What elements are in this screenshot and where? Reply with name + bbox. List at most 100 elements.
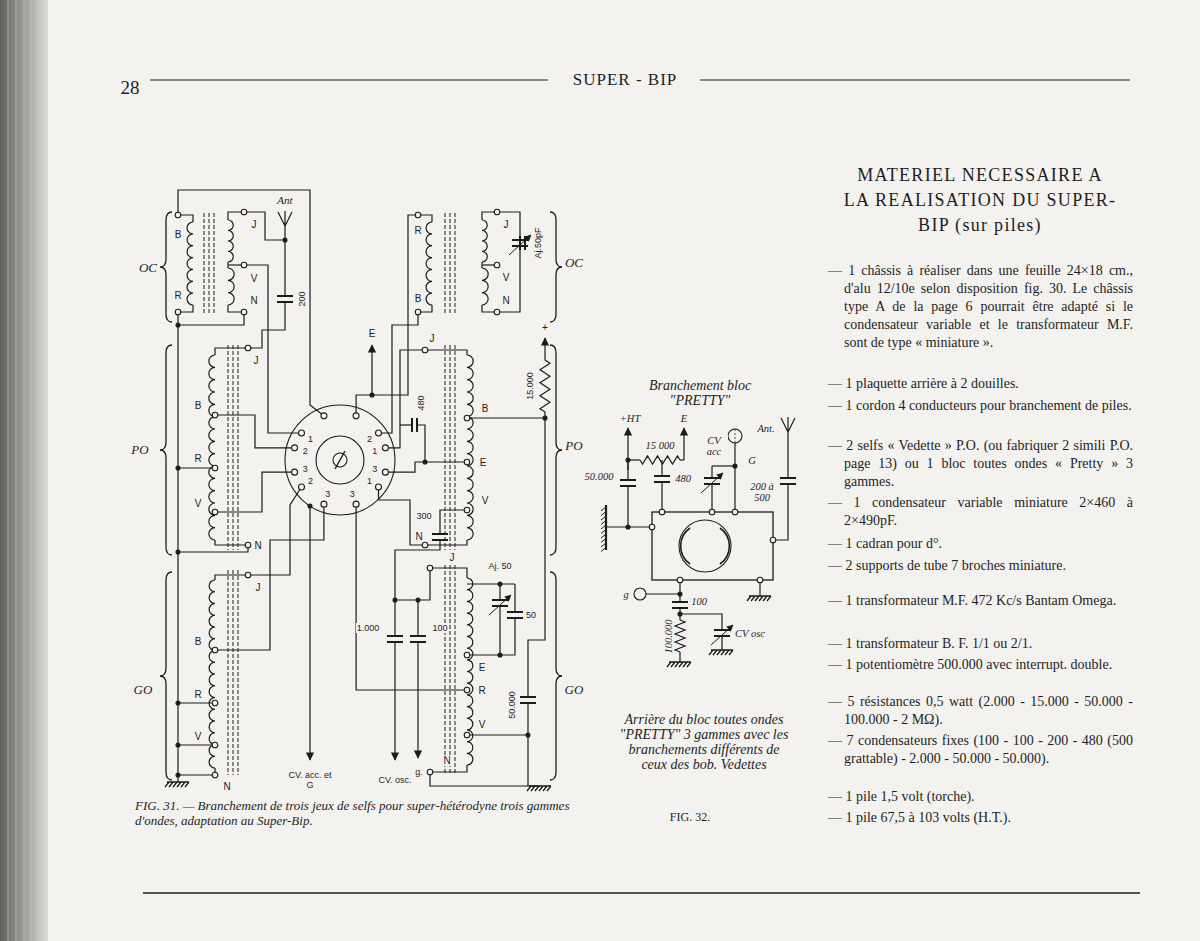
component-value: 100 — [690, 596, 708, 607]
contact-number: 2 — [367, 434, 372, 444]
terminal — [241, 262, 247, 268]
terminal-letter: N — [253, 540, 262, 551]
terminal-letter: B — [194, 636, 203, 647]
wire — [178, 768, 215, 775]
terminal-letter: V — [194, 731, 203, 742]
junction-dot — [678, 612, 682, 616]
terminal-letter: B — [481, 403, 490, 414]
core-line — [445, 345, 446, 550]
switch-contact — [353, 413, 359, 419]
terminal-letter: V — [502, 272, 511, 283]
terminal-letter: R — [173, 290, 182, 301]
core-line — [238, 570, 239, 775]
wire — [711, 484, 712, 512]
component-value: Aj. 50 — [486, 561, 514, 571]
terminal — [770, 537, 776, 543]
terminal — [464, 415, 470, 421]
wire — [627, 486, 628, 527]
junction-dot — [626, 525, 630, 529]
core-line — [209, 213, 210, 314]
switch-contact — [298, 430, 304, 436]
terminal-letter: B — [174, 229, 183, 240]
band-label: GO — [134, 682, 153, 698]
junction-dot — [423, 460, 427, 464]
terminal — [427, 769, 433, 775]
terminal-letter: N — [414, 531, 423, 542]
coil-block — [652, 512, 773, 580]
resistor-symbol — [675, 620, 685, 652]
wire — [178, 744, 215, 745]
terminal — [241, 209, 247, 215]
component-value: CV. acc. et G — [284, 770, 336, 790]
terminal — [677, 577, 683, 583]
switch-slot — [335, 451, 345, 469]
wire — [356, 215, 418, 416]
coil-winding — [228, 220, 233, 262]
component-value: +HT — [619, 413, 642, 424]
footer-rule — [143, 892, 1140, 894]
wire — [395, 568, 467, 600]
contact-number: 3 — [372, 464, 377, 474]
terminal-letter: V — [478, 719, 487, 730]
band-brace — [160, 572, 172, 780]
core-line — [450, 213, 451, 314]
book-edge — [0, 0, 48, 941]
capacitor-symbol — [520, 697, 536, 703]
wire — [527, 703, 528, 786]
terminal — [212, 700, 218, 706]
page-edge-line — [38, 0, 39, 941]
terminal — [464, 687, 470, 693]
switch-rotor — [316, 436, 364, 484]
antenna-symbol — [278, 211, 292, 226]
terminal — [427, 565, 433, 571]
grid-symbol — [735, 429, 736, 443]
list-item: — 1 plaquette arrière à 2 douilles. — [828, 375, 1133, 393]
component-value: g. — [414, 767, 424, 777]
terminal-letter: N — [222, 781, 231, 792]
list-item: — 1 cadran pour d°. — [828, 535, 1133, 553]
wire — [721, 636, 722, 650]
list-item: — 5 résistances 0,5 watt (2.000 - 15.000… — [828, 693, 1133, 729]
core-line — [238, 345, 239, 550]
terminal-letter: N — [442, 755, 451, 766]
core-line — [455, 213, 456, 314]
wire — [499, 606, 500, 655]
band-label: GO — [565, 682, 584, 698]
wire — [417, 600, 418, 636]
page-title: SUPER - BIP — [569, 70, 682, 90]
capacitor-symbol — [410, 636, 426, 642]
component-value: CV. osc. — [374, 775, 416, 785]
junction-dot — [176, 466, 180, 470]
page-number: 28 — [121, 77, 140, 99]
terminal — [464, 507, 470, 513]
terminal — [422, 347, 428, 353]
junction-dot — [626, 458, 630, 462]
terminal-letter: R — [413, 225, 422, 236]
band-brace — [160, 212, 172, 322]
core-line — [445, 213, 446, 314]
terminal — [245, 345, 251, 351]
terminal-letter: V — [194, 498, 203, 509]
wire — [215, 504, 324, 650]
junction-dot — [526, 733, 530, 737]
junction-dot — [678, 592, 682, 596]
junction-dot — [283, 238, 287, 242]
contact-number: 1 — [308, 434, 313, 444]
contact-number: 2 — [303, 446, 308, 456]
component-value: 480 — [674, 473, 692, 484]
antenna-symbol — [781, 417, 795, 432]
wire — [497, 246, 520, 312]
junction-dot — [176, 773, 180, 777]
contact-arc — [720, 528, 729, 564]
terminal — [175, 212, 181, 218]
wire — [417, 425, 425, 462]
junction-dot — [176, 550, 180, 554]
wire — [178, 312, 244, 325]
wire — [178, 702, 215, 703]
wire — [497, 212, 520, 240]
wire — [467, 618, 515, 655]
wire — [284, 226, 285, 296]
page-edge-line — [16, 0, 17, 941]
list-item: — 1 condensateur variable miniature 2×46… — [828, 494, 1133, 530]
ground-symbol — [747, 596, 771, 601]
